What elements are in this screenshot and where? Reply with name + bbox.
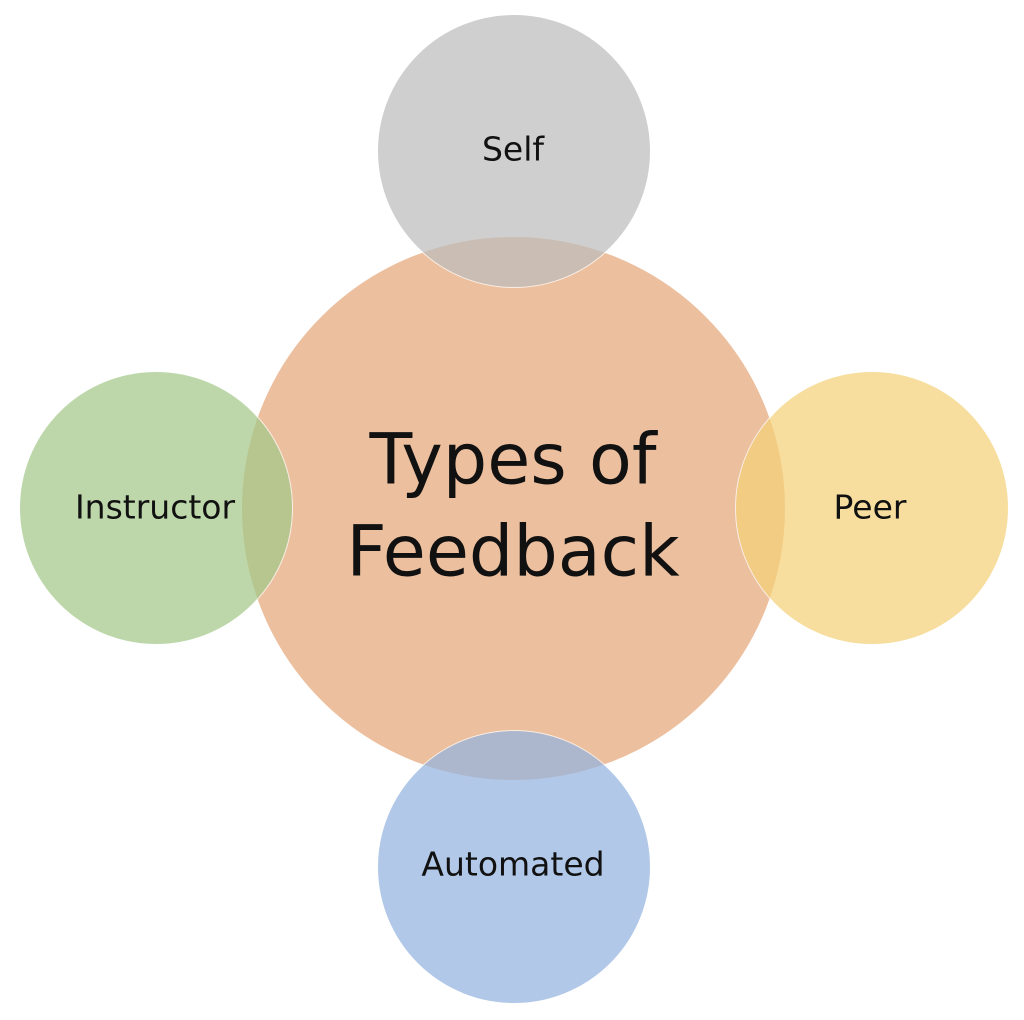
diagram-title: Types of Feedback	[303, 414, 723, 599]
automated-label: Automated	[421, 844, 605, 884]
peer-label: Peer	[833, 487, 907, 527]
self-label: Self	[481, 129, 545, 169]
title-line-2: Feedback	[346, 511, 680, 593]
title-line-1: Types of	[369, 418, 657, 501]
instructor-circle	[19, 371, 293, 645]
peer-circle	[735, 371, 1009, 645]
central-circle	[241, 236, 786, 781]
instructor-label: Instructor	[74, 487, 236, 527]
self-circle	[377, 14, 651, 288]
automated-circle	[377, 730, 651, 1004]
